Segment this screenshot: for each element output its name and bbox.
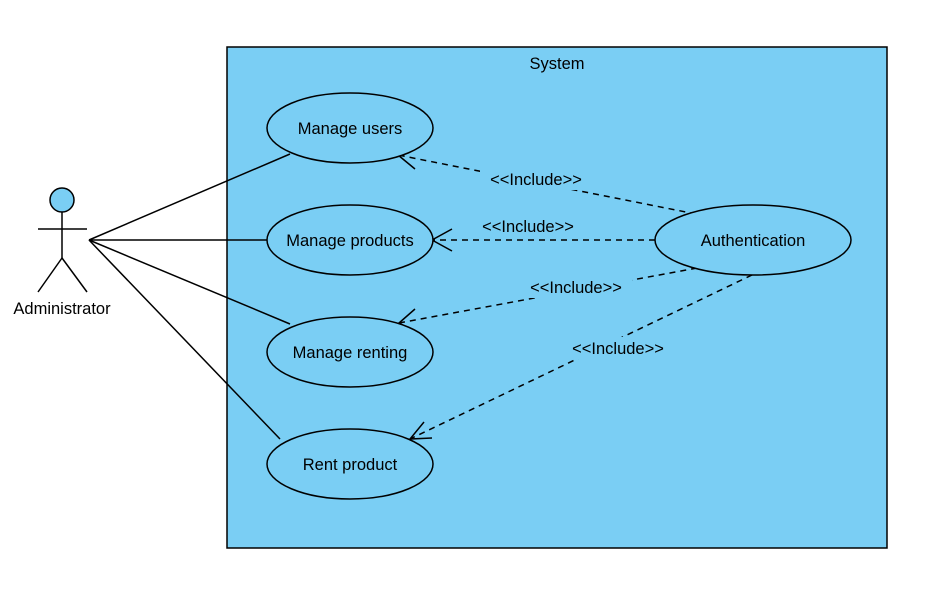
use-case-label-manage-users: Manage users [298,120,403,138]
include-label-products: <<Include>> [482,218,574,236]
use-case-authentication[interactable] [654,204,852,276]
association-manage-users [88,153,291,241]
association-manage-renting [88,239,291,325]
actor-label: Administrator [13,300,111,318]
use-case-label-rent-product: Rent product [303,456,398,474]
actor-head [49,187,75,213]
association-rent-product [88,239,281,440]
actor-right-leg [61,257,88,293]
use-case-manage-products[interactable] [266,204,434,276]
include-label-bg-renting [520,276,632,298]
use-case-rent-product[interactable] [266,428,434,500]
include-line-users [397,154,697,215]
include-label-rent: <<Include>> [572,340,664,358]
system-title: System [529,55,584,73]
use-case-manage-renting[interactable] [266,316,434,388]
use-case-label-authentication: Authentication [701,232,806,250]
include-label-renting: <<Include>> [530,279,622,297]
actor-left-leg [37,257,63,293]
actor-administrator [37,187,88,293]
use-case-label-manage-renting: Manage renting [293,344,408,362]
include-label-bg-rent [562,337,674,359]
include-label-users: <<Include>> [490,171,582,189]
use-case-label-manage-products: Manage products [286,232,414,250]
use-case-manage-users[interactable] [266,92,434,164]
include-label-bg-users [480,168,592,190]
